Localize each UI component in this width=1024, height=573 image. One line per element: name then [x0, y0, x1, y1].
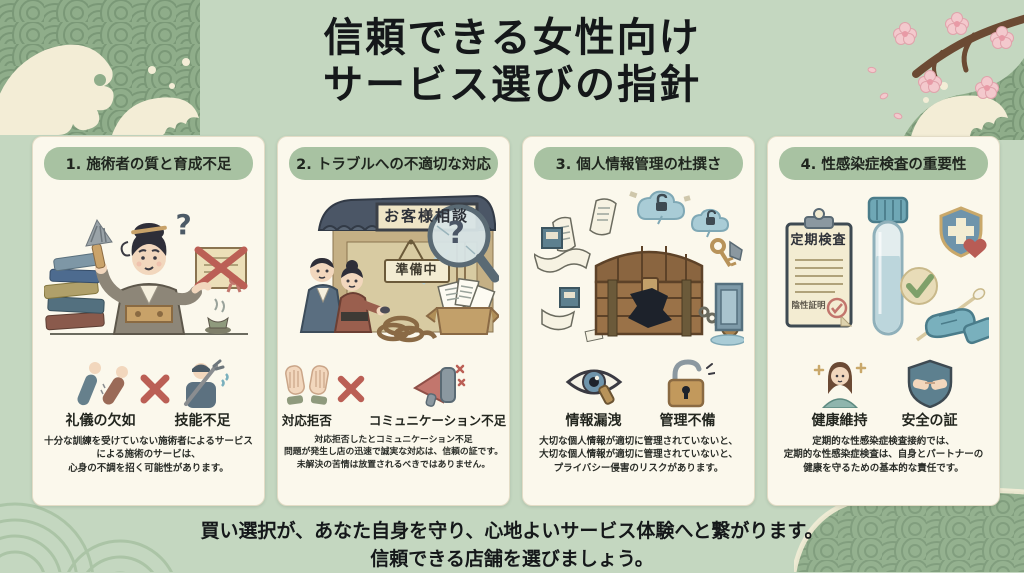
test-items-scene: [785, 196, 989, 345]
page-title: 信頼できる女性向け サービス選びの指針: [0, 14, 1024, 108]
card-trouble-response: 2. トラブルへの不適切な対応: [277, 136, 510, 506]
card-1-label-1: 礼儀の欠如: [65, 413, 136, 429]
door-sign: [383, 259, 450, 283]
crossed-certificate: [194, 246, 247, 293]
tea-cup: [204, 298, 231, 334]
kimono-woman-2: [333, 260, 390, 333]
handshake-shield-icon: [907, 359, 952, 408]
megaphone-icon: [413, 364, 466, 407]
card-2-label-1: 対応拒否: [281, 413, 332, 428]
storefront-sign-text: お客様相談: [383, 207, 469, 225]
card-2-illustration: お客様相談 準備中 ?: [289, 184, 499, 356]
card-1-label-2: 技能不足: [174, 413, 231, 429]
footer-message: 買い選択が、あなた自身を守り、心地よいサービス体験へと繋がります。 信頼できる店…: [0, 518, 1024, 573]
clipboard-title-text: 定期検査: [790, 233, 847, 248]
card-3-heading: 3. 個人情報管理の杜撰さ: [534, 147, 743, 180]
card-4-label-2: 安全の証: [901, 413, 958, 429]
keys: [709, 238, 743, 268]
card-3-label-2: 管理不備: [659, 413, 716, 429]
test-tube: [867, 196, 908, 336]
card-1-icon-row: 礼儀の欠如 技能不足: [33, 358, 264, 430]
kimono-woman: [84, 218, 211, 335]
page-title-line2: サービス選びの指針: [323, 61, 701, 109]
card-3-illustration: [533, 184, 744, 356]
red-cross-icon: [337, 375, 365, 403]
leaking-chest-scene: [533, 190, 744, 346]
question-mark: ?: [175, 208, 192, 241]
card-3-icon-row: 情報漏洩 管理不備: [523, 358, 754, 430]
clouds-with-open-locks: [636, 190, 729, 238]
card-3-body: 大切な個人情報が適切に管理されていないと、 大切な個人情報が適切に管理されていな…: [539, 436, 738, 474]
card-row: 1. 施術者の質と育成不足: [32, 136, 1000, 506]
magnifier-question-mark: ?: [447, 216, 465, 251]
page-title-line1: 信頼できる女性向け: [323, 14, 701, 61]
unskilled-worker-icon: [183, 359, 229, 408]
card-2-icon-row: 対応拒否 コミュニケーション不足: [278, 358, 509, 429]
card-2-label-2: コミュニケーション不足: [368, 413, 507, 428]
card-2-heading: 2. トラブルへの不適切な対応: [289, 147, 498, 180]
storefront-scene: [299, 194, 499, 343]
book-stack: [43, 252, 105, 331]
clipboard-stamp-text: 陰性証明: [791, 301, 826, 311]
flying-papers: [533, 191, 691, 343]
box-of-papers: [424, 277, 499, 335]
card-sti-testing: 4. 性感染症検査の重要性: [767, 136, 1000, 506]
card-practitioner-quality: 1. 施術者の質と育成不足: [32, 136, 265, 506]
rope-coil: [376, 315, 437, 343]
check-circle: [899, 267, 938, 305]
clipboard: [785, 208, 852, 328]
card-4-heading: 4. 性感染症検査の重要性: [779, 147, 988, 180]
card-data-management: 3. 個人情報管理の杜撰さ: [522, 136, 755, 506]
worn-brush: [84, 218, 113, 269]
confused-practitioner-scene: [43, 218, 248, 335]
card-2-body: 対応拒否したとコミュニケーション不足 問題が発生し店の迅速で誠実な対応は、信頼の…: [283, 435, 504, 470]
card-1-body: 十分な訓練を受けていない施術者によるサービス による施術のサービは、 心身の不調…: [44, 436, 253, 474]
magnifying-glass: [427, 204, 499, 283]
card-4-illustration: 定期検査 陰性証明: [779, 184, 989, 356]
card-4-label-1: 健康維持: [811, 413, 868, 429]
red-cross-icon: [140, 374, 169, 404]
card-1-heading: 1. 施術者の質と育成不足: [44, 147, 253, 180]
medical-shield-heart: [939, 206, 987, 258]
door-sign-text: 準備中: [395, 263, 438, 278]
refusing-hands-icon: [284, 365, 329, 405]
open-padlock-icon: [667, 359, 715, 408]
card-3-label-1: 情報漏洩: [565, 413, 622, 429]
healthy-woman-icon: [813, 362, 866, 408]
card-4-icon-row: 健康維持 安全の証: [768, 358, 999, 430]
open-door-panel: [709, 282, 744, 346]
card-1-illustration: ?: [43, 184, 254, 356]
bowing-figures-icon: [77, 362, 128, 406]
footer-line1: 買い選択が、あなた自身を守り、心地よいサービス体験へと繋がります。: [200, 520, 824, 542]
eye-magnifier-icon: [565, 369, 622, 405]
gloved-hand-swab: [915, 288, 989, 345]
footer-line2: 信頼できる店舗を選びましょう。: [370, 547, 654, 570]
kimono-man: [299, 258, 344, 333]
card-4-body: 定期的な性感染症検査接約では、 定期的な性感染症検査は、自身とパートナーの 健康…: [783, 436, 984, 474]
